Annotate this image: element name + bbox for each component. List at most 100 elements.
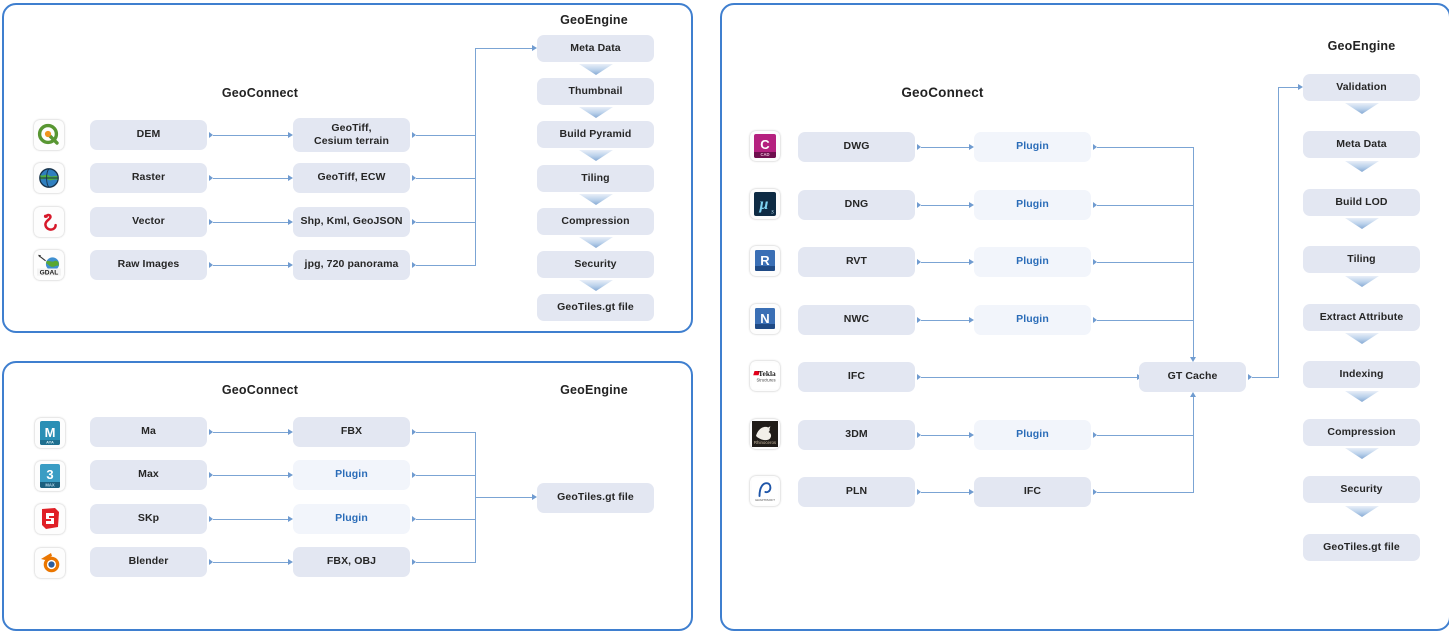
connector-tick (209, 262, 213, 268)
connector-line (1097, 205, 1194, 206)
pipeline-chevron-icon (1345, 276, 1379, 287)
node-geo-pipeline-5[interactable]: Security (537, 251, 654, 278)
connector-tick (1093, 317, 1097, 323)
node-bim-pipeline-6[interactable]: Compression (1303, 419, 1420, 446)
node-mesh-output[interactable]: GeoTiles.gt file (537, 483, 654, 513)
connector-arrow (969, 202, 974, 208)
connector-arrow (288, 219, 293, 225)
blender-icon (35, 548, 65, 578)
connector-line (1252, 377, 1279, 378)
connector-arrow (1190, 357, 1196, 362)
revit-icon: R (750, 246, 780, 276)
node-bim-pipeline-3[interactable]: Tiling (1303, 246, 1420, 273)
node-bim-input-4[interactable]: IFC (798, 362, 915, 392)
node-mesh-format-0[interactable]: FBX (293, 417, 410, 447)
pipeline-chevron-icon (579, 237, 613, 248)
svg-text:MAX: MAX (45, 482, 55, 487)
panel-geo-raster: GeoConnect GeoEngine GDAL DEM Raster Vec… (2, 3, 693, 333)
node-bim-format-3[interactable]: Plugin (974, 305, 1091, 335)
node-geo-pipeline-4[interactable]: Compression (537, 208, 654, 235)
node-geo-pipeline-2[interactable]: Build Pyramid (537, 121, 654, 148)
connector-tick (917, 432, 921, 438)
connector-tick (209, 175, 213, 181)
connector-tick (209, 559, 213, 565)
connector-tick (1093, 489, 1097, 495)
pipeline-chevron-icon (579, 150, 613, 161)
node-bim-pipeline-4[interactable]: Extract Attribute (1303, 304, 1420, 331)
node-mesh-input-0[interactable]: Ma (90, 417, 207, 447)
node-bim-format-1[interactable]: Plugin (974, 190, 1091, 220)
connector-line (921, 492, 969, 493)
connector-tick (917, 259, 921, 265)
connector-arrow (288, 559, 293, 565)
connector-line (1097, 320, 1194, 321)
svg-text:S: S (771, 211, 774, 216)
connector-arrow (969, 432, 974, 438)
node-geo-pipeline-3[interactable]: Tiling (537, 165, 654, 192)
node-geo-format-1[interactable]: GeoTiff, ECW (293, 163, 410, 193)
svg-text:R: R (760, 253, 770, 268)
connector-tick (412, 516, 416, 522)
node-geo-input-2[interactable]: Vector (90, 207, 207, 237)
connector-line (416, 135, 476, 136)
connector-tick (209, 429, 213, 435)
node-mesh-input-1[interactable]: Max (90, 460, 207, 490)
connector-arrow (1298, 84, 1303, 90)
node-mesh-format-3[interactable]: FBX, OBJ (293, 547, 410, 577)
node-geo-pipeline-6[interactable]: GeoTiles.gt file (537, 294, 654, 321)
connector-tick (412, 219, 416, 225)
connector-line (1097, 435, 1194, 436)
node-gt-cache[interactable]: GT Cache (1139, 362, 1246, 392)
node-mesh-input-3[interactable]: Blender (90, 547, 207, 577)
node-bim-input-5[interactable]: 3DM (798, 420, 915, 450)
node-geo-format-2[interactable]: Shp, Kml, GeoJSON (293, 207, 410, 237)
node-bim-format-6[interactable]: IFC (974, 477, 1091, 507)
node-bim-pipeline-1[interactable]: Meta Data (1303, 131, 1420, 158)
node-geo-pipeline-0[interactable]: Meta Data (537, 35, 654, 62)
svg-text:CAD: CAD (760, 152, 769, 157)
node-geo-input-1[interactable]: Raster (90, 163, 207, 193)
connector-arrow (288, 472, 293, 478)
node-bim-input-6[interactable]: PLN (798, 477, 915, 507)
node-geo-format-0[interactable]: GeoTiff, Cesium terrain (293, 118, 410, 152)
connector-tick (917, 144, 921, 150)
node-bim-format-5[interactable]: Plugin (974, 420, 1091, 450)
node-bim-input-3[interactable]: NWC (798, 305, 915, 335)
pipeline-chevron-icon (1345, 391, 1379, 402)
node-geo-input-3[interactable]: Raw Images (90, 250, 207, 280)
connector-tick (209, 516, 213, 522)
node-bim-pipeline-7[interactable]: Security (1303, 476, 1420, 503)
geo-raster-engine-title: GeoEngine (560, 13, 628, 27)
connector-arrow (288, 516, 293, 522)
node-geo-format-3[interactable]: jpg, 720 panorama (293, 250, 410, 280)
connector-line (921, 377, 1137, 378)
node-geo-pipeline-1[interactable]: Thumbnail (537, 78, 654, 105)
connector-line (921, 262, 969, 263)
connector-tick (412, 429, 416, 435)
node-bim-pipeline-2[interactable]: Build LOD (1303, 189, 1420, 216)
node-bim-pipeline-8[interactable]: GeoTiles.gt file (1303, 534, 1420, 561)
node-mesh-format-2[interactable]: Plugin (293, 504, 410, 534)
connector-line (213, 135, 288, 136)
node-geo-input-0[interactable]: DEM (90, 120, 207, 150)
connector-bus-top (1193, 147, 1194, 357)
node-bim-format-0[interactable]: Plugin (974, 132, 1091, 162)
node-bim-input-2[interactable]: RVT (798, 247, 915, 277)
navisworks-icon: N (750, 304, 780, 334)
connector-tick (209, 219, 213, 225)
connector-tick (412, 262, 416, 268)
connector-tick (1093, 432, 1097, 438)
node-mesh-input-2[interactable]: SKp (90, 504, 207, 534)
node-bim-pipeline-0[interactable]: Validation (1303, 74, 1420, 101)
node-bim-input-0[interactable]: DWG (798, 132, 915, 162)
pipeline-chevron-icon (579, 64, 613, 75)
node-bim-pipeline-5[interactable]: Indexing (1303, 361, 1420, 388)
svg-text:C: C (760, 137, 770, 152)
node-mesh-format-1[interactable]: Plugin (293, 460, 410, 490)
node-bim-input-1[interactable]: DNG (798, 190, 915, 220)
pipeline-chevron-icon (1345, 103, 1379, 114)
connector-line (416, 519, 476, 520)
node-bim-format-2[interactable]: Plugin (974, 247, 1091, 277)
